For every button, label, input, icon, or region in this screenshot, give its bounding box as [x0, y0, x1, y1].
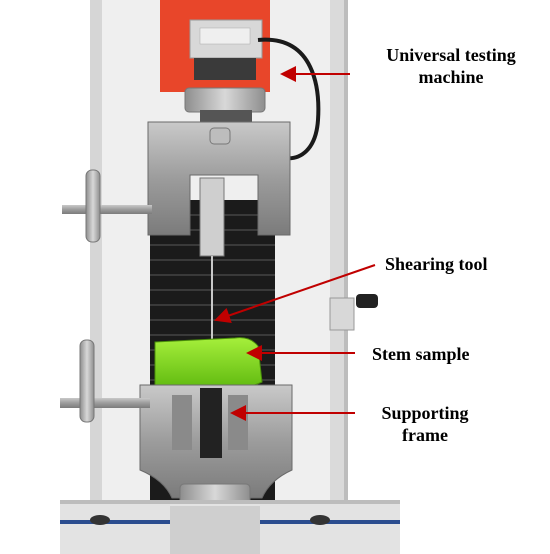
lower-fixture-slot-left [172, 395, 192, 450]
label-machine-line2: machine [418, 67, 484, 87]
lower-left-handle-rod [60, 398, 150, 408]
upper-disc [184, 87, 266, 113]
rod-clamp [329, 297, 355, 331]
upper-fixture-bolt [209, 127, 231, 145]
upper-disc-base [200, 110, 252, 122]
label-universal-testing-machine: Universal testing machine [365, 44, 537, 88]
base-top-edge [60, 500, 400, 504]
load-cell-label [199, 27, 251, 45]
stem-sample [154, 337, 263, 390]
upper-left-handle-rod [62, 205, 152, 214]
base-bolt-left [90, 515, 110, 525]
label-shearing-tool: Shearing tool [385, 254, 488, 274]
lower-left-handle-knob [79, 339, 95, 423]
label-frame-line1: Supporting [381, 403, 469, 423]
base-bolt-right [310, 515, 330, 525]
lower-fixture-slot-right [228, 395, 248, 450]
label-stem-sample: Stem sample [372, 344, 470, 364]
load-cell-base [194, 58, 256, 80]
base-stand [170, 506, 260, 554]
guide-rod [344, 0, 348, 520]
upper-fixture [147, 121, 291, 236]
label-supporting-frame: Supporting frame [360, 402, 490, 446]
label-machine-line1: Universal testing [386, 45, 516, 65]
lower-fixture-gap [200, 388, 222, 458]
shearing-tool-body [199, 177, 225, 257]
machine-column-left-edge [90, 0, 102, 520]
upper-left-handle-knob [85, 169, 101, 243]
rod-clamp-knob [356, 294, 378, 308]
arrow-shearing-tool [214, 264, 376, 323]
machine-column-right-edge [330, 0, 345, 520]
sensor-cable [257, 37, 321, 161]
label-frame-line2: frame [402, 425, 448, 445]
